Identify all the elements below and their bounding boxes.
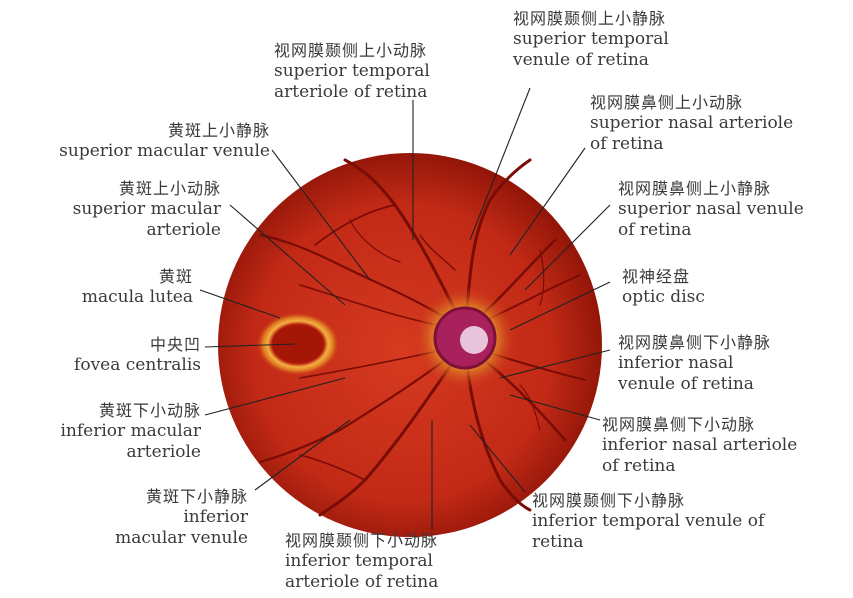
label-en: inferior macular [61, 421, 202, 442]
label-en: arteriole [73, 220, 221, 241]
label-inf-temp-venule: 视网膜颞侧下小静脉 inferior temporal venule of re… [532, 490, 764, 553]
label-en: venule of retina [513, 50, 669, 71]
label-en: macula lutea [82, 287, 193, 308]
label-cn: 视网膜鼻侧上小动脉 [590, 92, 793, 113]
label-en: superior nasal venule [618, 199, 804, 220]
label-en: optic disc [622, 287, 705, 308]
label-cn: 黄斑上小静脉 [59, 120, 270, 141]
label-cn: 视网膜颞侧下小静脉 [532, 490, 764, 511]
label-sup-temp-arteriole: 视网膜颞侧上小动脉 superior temporal arteriole of… [274, 40, 430, 103]
label-sup-macular-arteriole: 黄斑上小动脉 superior macular arteriole [73, 178, 221, 241]
label-en: superior macular venule [59, 141, 270, 162]
label-en: of retina [590, 134, 793, 155]
label-en: superior macular [73, 199, 221, 220]
label-cn: 视神经盘 [622, 266, 705, 287]
label-en: venule of retina [618, 374, 771, 395]
optic-disc-cup [460, 326, 488, 354]
label-cn: 视网膜颞侧上小静脉 [513, 8, 669, 29]
label-optic-disc: 视神经盘 optic disc [622, 266, 705, 308]
label-inf-macular-venule: 黄斑下小静脉 inferior macular venule [115, 486, 248, 549]
label-en: arteriole of retina [285, 572, 438, 593]
label-cn: 黄斑上小动脉 [73, 178, 221, 199]
label-en: fovea centralis [74, 355, 201, 376]
label-inf-nasal-venule: 视网膜鼻侧下小静脉 inferior nasal venule of retin… [618, 332, 771, 395]
label-cn: 视网膜鼻侧下小动脉 [602, 414, 797, 435]
label-fovea-centralis: 中央凹 fovea centralis [74, 334, 201, 376]
label-en: inferior temporal [285, 551, 438, 572]
label-cn: 视网膜鼻侧下小静脉 [618, 332, 771, 353]
label-sup-nasal-arteriole: 视网膜鼻侧上小动脉 superior nasal arteriole of re… [590, 92, 793, 155]
label-en: superior temporal [513, 29, 669, 50]
label-sup-nasal-venule: 视网膜鼻侧上小静脉 superior nasal venule of retin… [618, 178, 804, 241]
label-en: arteriole [61, 442, 202, 463]
label-inf-nasal-arteriole: 视网膜鼻侧下小动脉 inferior nasal arteriole of re… [602, 414, 797, 477]
label-en: arteriole of retina [274, 82, 430, 103]
label-sup-macular-venule: 黄斑上小静脉 superior macular venule [59, 120, 270, 162]
label-en: inferior nasal [618, 353, 771, 374]
label-en: inferior [115, 507, 248, 528]
label-en: macular venule [115, 528, 248, 549]
label-cn: 视网膜颞侧下小动脉 [285, 530, 438, 551]
label-en: superior nasal arteriole [590, 113, 793, 134]
label-en: of retina [618, 220, 804, 241]
label-en: retina [532, 532, 764, 553]
label-cn: 视网膜颞侧上小动脉 [274, 40, 430, 61]
label-sup-temp-venule: 视网膜颞侧上小静脉 superior temporal venule of re… [513, 8, 669, 71]
label-en: superior temporal [274, 61, 430, 82]
label-cn: 黄斑下小动脉 [61, 400, 202, 421]
label-cn: 中央凹 [74, 334, 201, 355]
label-cn: 视网膜鼻侧上小静脉 [618, 178, 804, 199]
label-inf-temp-arteriole: 视网膜颞侧下小动脉 inferior temporal arteriole of… [285, 530, 438, 593]
label-en: inferior nasal arteriole [602, 435, 797, 456]
label-macula-lutea: 黄斑 macula lutea [82, 266, 193, 308]
label-en: of retina [602, 456, 797, 477]
label-en: inferior temporal venule of [532, 511, 764, 532]
label-cn: 黄斑 [82, 266, 193, 287]
label-inf-macular-arteriole: 黄斑下小动脉 inferior macular arteriole [61, 400, 202, 463]
label-cn: 黄斑下小静脉 [115, 486, 248, 507]
